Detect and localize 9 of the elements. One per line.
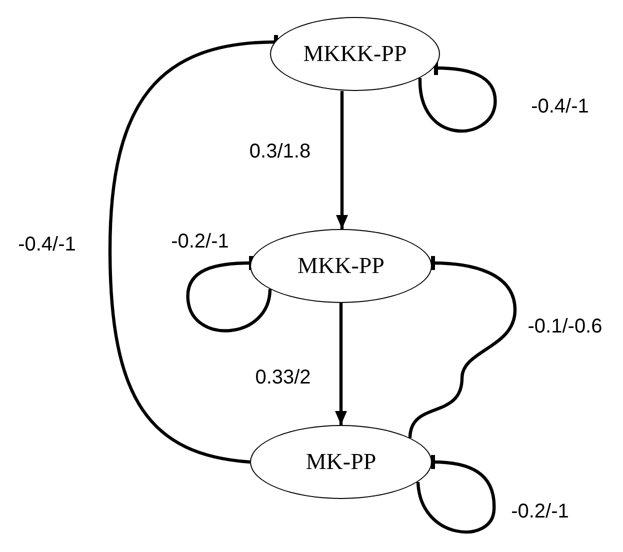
node-label: MKK-PP <box>298 253 384 279</box>
inhibition-connector <box>108 33 278 464</box>
inhibition-connector <box>186 254 272 332</box>
node-label: MKKK-PP <box>303 41 407 67</box>
arrow <box>336 91 348 229</box>
arrow <box>335 303 347 425</box>
inhibition-connector <box>408 254 517 438</box>
node-label: MK-PP <box>306 449 376 475</box>
inhibition-connector <box>416 453 496 534</box>
